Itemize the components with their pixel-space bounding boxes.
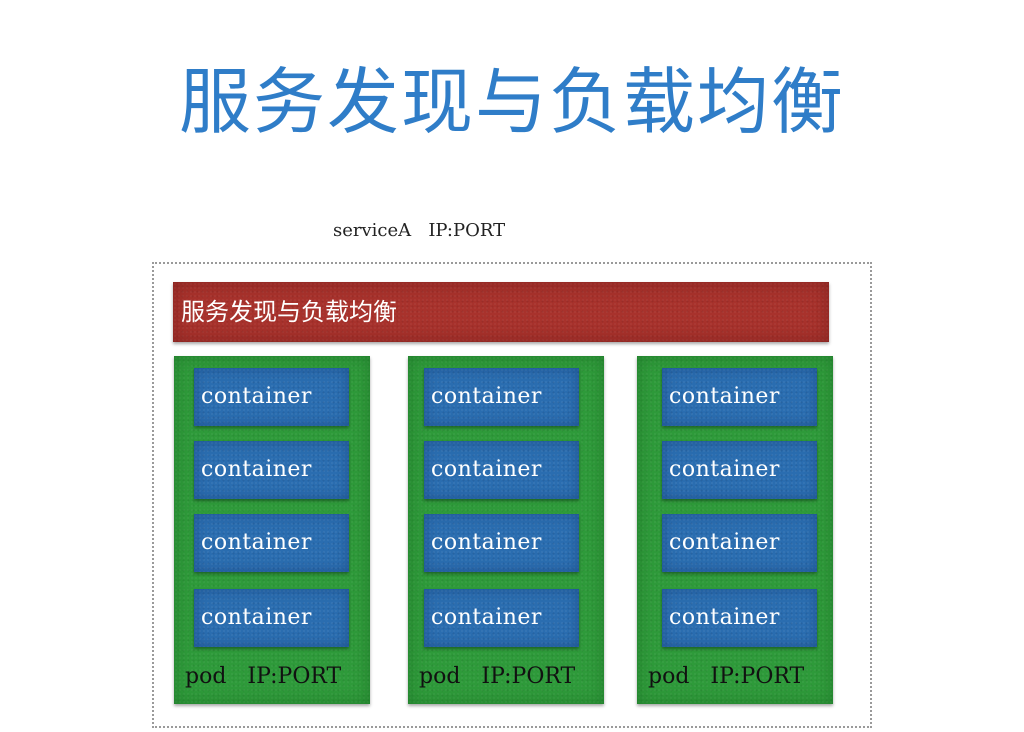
container-box: container	[194, 514, 349, 572]
container-box: container	[424, 514, 579, 572]
container-label: container	[201, 457, 312, 482]
service-label: serviceA IP:PORT	[333, 220, 506, 241]
container-label: container	[201, 605, 312, 630]
service-boundary	[152, 262, 872, 728]
container-label: container	[201, 530, 312, 555]
load-balancer-bar: 服务发现与负载均衡	[173, 282, 829, 342]
pod-1: container container container container …	[174, 356, 370, 704]
container-label: container	[669, 384, 780, 409]
container-label: container	[669, 605, 780, 630]
container-label: container	[431, 605, 542, 630]
load-balancer-label: 服务发现与负载均衡	[181, 298, 397, 326]
container-label: container	[431, 384, 542, 409]
container-box: container	[662, 441, 817, 499]
container-label: container	[431, 530, 542, 555]
container-box: container	[662, 514, 817, 572]
container-box: container	[662, 589, 817, 647]
container-box: container	[424, 589, 579, 647]
container-label: container	[669, 530, 780, 555]
container-box: container	[194, 441, 349, 499]
container-label: container	[201, 384, 312, 409]
page-title: 服务发现与负载均衡	[178, 60, 845, 144]
container-box: container	[424, 368, 579, 426]
container-box: container	[662, 368, 817, 426]
container-box: container	[424, 441, 579, 499]
container-box: container	[194, 368, 349, 426]
pod-2: container container container container …	[408, 356, 604, 704]
pod-label: pod IP:PORT	[419, 664, 576, 689]
pod-label: pod IP:PORT	[648, 664, 805, 689]
container-box: container	[194, 589, 349, 647]
pod-label: pod IP:PORT	[185, 664, 342, 689]
pod-3: container container container container …	[637, 356, 833, 704]
container-label: container	[669, 457, 780, 482]
container-label: container	[431, 457, 542, 482]
